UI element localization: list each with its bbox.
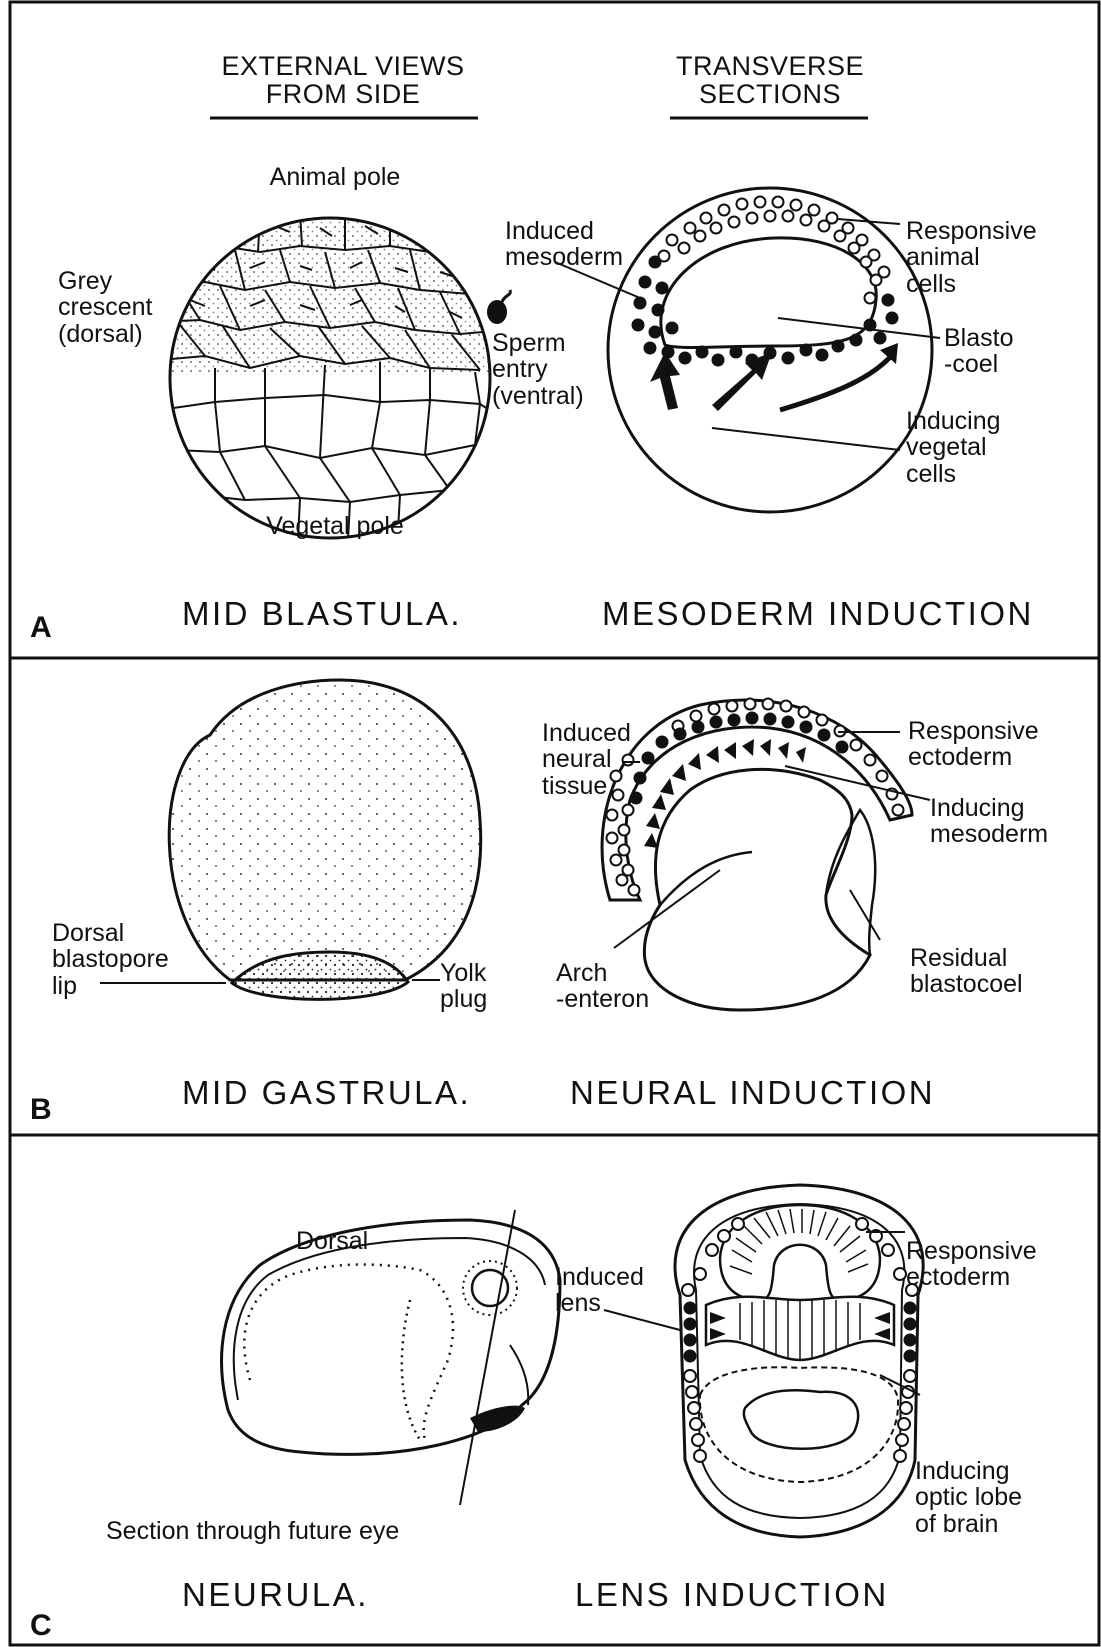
panel-letter-b: B bbox=[30, 1094, 52, 1126]
label-yolk-plug: Yolk plug bbox=[440, 960, 530, 1013]
header-external-views: EXTERNAL VIEWS FROM SIDE bbox=[190, 52, 496, 109]
label-animal-pole: Animal pole bbox=[240, 164, 430, 190]
panel-letter-c: C bbox=[30, 1610, 52, 1642]
label-induced-lens: Induced lens bbox=[555, 1264, 675, 1317]
archenteron bbox=[644, 769, 870, 1010]
caption-lens-induction: LENS INDUCTION bbox=[575, 1578, 889, 1613]
label-archenteron: Arch -enteron bbox=[556, 960, 666, 1013]
label-sperm-entry: Sperm entry (ventral) bbox=[492, 330, 612, 409]
header-transverse-sections: TRANSVERSE SECTIONS bbox=[640, 52, 900, 109]
label-responsive-ectoderm: Responsive ectoderm bbox=[908, 718, 1058, 771]
caption-mid-gastrula: MID GASTRULA. bbox=[182, 1076, 471, 1111]
label-induced-mesoderm: Induced mesoderm bbox=[505, 218, 655, 271]
lens-induction-section bbox=[604, 1185, 923, 1537]
caption-mid-blastula: MID BLASTULA. bbox=[182, 597, 462, 632]
panel-letter-a: A bbox=[30, 612, 52, 644]
neurula-external-view bbox=[222, 1210, 560, 1505]
caption-neurula: NEURULA. bbox=[182, 1578, 369, 1613]
label-responsive-animal-cells: Responsive animal cells bbox=[906, 218, 1056, 297]
label-inducing-optic-lobe: Inducing optic lobe of brain bbox=[915, 1458, 1065, 1537]
label-dorsal-blastopore-lip: Dorsal blastopore lip bbox=[52, 920, 202, 999]
blastula-external-view bbox=[150, 200, 510, 540]
label-vegetal-pole: Vegetal pole bbox=[240, 513, 430, 539]
caption-mesoderm-induction: MESODERM INDUCTION bbox=[602, 597, 1034, 632]
label-section-through-future-eye: Section through future eye bbox=[106, 1518, 486, 1544]
label-grey-crescent: Grey crescent (dorsal) bbox=[58, 268, 198, 347]
label-inducing-vegetal-cells: Inducing vegetal cells bbox=[906, 408, 1056, 487]
label-induced-neural-tissue: Induced neural tissue bbox=[542, 720, 652, 799]
caption-neural-induction: NEURAL INDUCTION bbox=[570, 1076, 935, 1111]
label-dorsal: Dorsal bbox=[296, 1228, 396, 1254]
label-blastocoel: Blasto -coel bbox=[944, 325, 1054, 378]
label-lens-responsive-ectoderm: Responsive ectoderm bbox=[906, 1238, 1056, 1291]
label-residual-blastocoel: Residual blastocoel bbox=[910, 945, 1060, 998]
label-inducing-mesoderm: Inducing mesoderm bbox=[930, 795, 1060, 848]
sperm-icon bbox=[487, 290, 510, 324]
